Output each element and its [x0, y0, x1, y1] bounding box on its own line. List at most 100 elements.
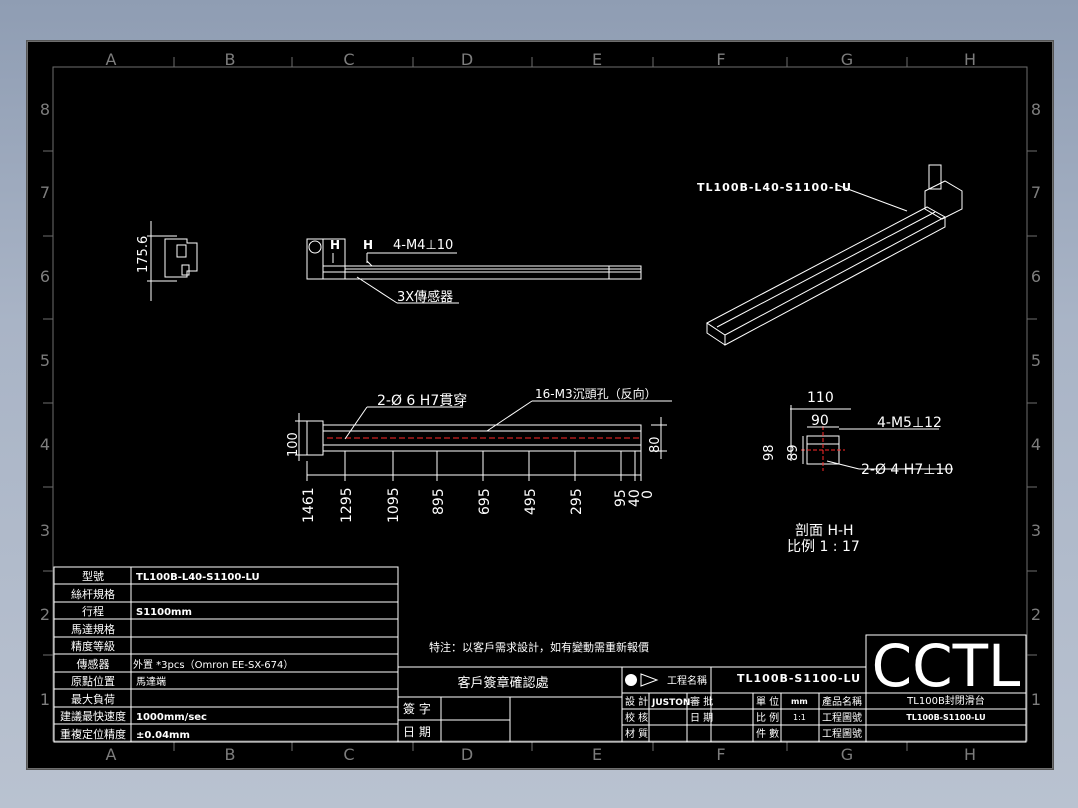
zone-row-left: 2 [40, 605, 50, 624]
title-drawing-name-label: 工程名稱 [667, 674, 707, 687]
zone-row-left: 3 [40, 521, 50, 540]
title-qty-label: 件 數 [756, 727, 779, 740]
drawing-sheet: A B C D E F G H A B C D E F G H 8 7 6 5 … [26, 40, 1054, 770]
iso-model-label: TL100B-L40-S1100-LU [697, 181, 852, 194]
title-unit: mm [791, 697, 808, 706]
spec-value: 馬達端 [136, 675, 166, 688]
title-design-label: 設 計 [625, 695, 648, 708]
zone-col-bottom: G [841, 745, 853, 764]
front-pos-dim: 495 [523, 488, 539, 515]
front-view: 2-Ø 6 H7貫穿 16-M3沉頭孔（反向） 100 80 1461 1295… [286, 386, 672, 523]
front-pos-dim: 695 [477, 488, 493, 515]
front-pos-dim: 295 [569, 488, 585, 515]
section-view: 110 90 98 89 4-M5⊥12 2-Ø 4 H7⊥10 剖面 H-H … [762, 390, 953, 555]
zone-col-top: G [841, 50, 853, 69]
front-pos-dim: 1461 [301, 487, 317, 523]
spec-label: 馬達規格 [71, 622, 115, 636]
section-title: 剖面 H-H [795, 523, 854, 539]
title-product-code: TL100B-S1100-LU [906, 713, 985, 722]
spec-value: ±0.04mm [136, 730, 190, 741]
zone-row-left: 8 [40, 100, 50, 119]
zone-row-right: 1 [1031, 690, 1041, 709]
title-check-label: 校 核 [625, 711, 648, 724]
zone-row-left: 6 [40, 267, 50, 286]
top-view: H H 4-M4⊥10 3X傳感器 [306, 238, 642, 305]
title-date-label: 日 期 [690, 712, 713, 724]
title-designer: JUSTON [651, 698, 690, 708]
zone-col-top: H [964, 50, 976, 69]
title-drawing-name: TL100B-S1100-LU [737, 672, 861, 685]
zone-col-bottom: A [106, 745, 117, 764]
title-drawing-code-label: 工程圖號 [822, 727, 862, 740]
zone-row-left: 4 [40, 435, 50, 454]
title-scale: 1:1 [793, 713, 806, 722]
zone-col-top: A [106, 50, 117, 69]
front-pos-dim: 40 [627, 489, 643, 507]
section-height-dim: 98 [762, 444, 777, 461]
section-hole-callout: 4-M5⊥12 [877, 415, 942, 431]
top-sensor-callout: 3X傳感器 [397, 289, 453, 305]
spec-label: 建議最快速度 [60, 709, 126, 723]
sheet-border [27, 41, 1053, 769]
front-holes-callout: 16-M3沉頭孔（反向） [535, 386, 657, 401]
front-pos-dim: 95 [613, 489, 629, 507]
zone-row-right: 2 [1031, 605, 1041, 624]
section-height2-dim: 89 [786, 444, 801, 461]
title-material-label: 材 質 [625, 727, 648, 740]
spec-label: 最大負荷 [71, 692, 115, 706]
title-block: 工程名稱 TL100B-S1100-LU 設 計 JUSTON 審 批 單 位 … [621, 632, 1027, 743]
top-h-label: H [363, 238, 373, 252]
approval-title: 客戶簽章確認處 [457, 675, 548, 691]
zone-row-right: 3 [1031, 521, 1041, 540]
zone-col-top: C [343, 50, 354, 69]
front-pos-dim: 1295 [339, 487, 355, 523]
front-height2-dim: 80 [648, 436, 663, 453]
drawing-note: 特注：以客戶需求設計，如有變動需重新報價 [429, 640, 649, 654]
section-scale: 比例 1 : 17 [787, 539, 860, 555]
front-height-dim: 100 [286, 432, 301, 457]
spec-value: S1100mm [136, 607, 192, 618]
zone-col-top: B [225, 50, 236, 69]
approval-block: 客戶簽章確認處 簽 字 日 期 [397, 666, 623, 743]
front-pos-dim: 0 [640, 490, 656, 499]
approval-date-label: 日 期 [403, 725, 431, 739]
spec-value: 1000mm/sec [136, 712, 207, 723]
spec-label: 原點位置 [71, 674, 115, 688]
approval-sign-label: 簽 字 [403, 701, 431, 716]
spec-label: 傳感器 [77, 658, 110, 671]
zone-row-right: 6 [1031, 267, 1041, 286]
section-bore-callout: 2-Ø 4 H7⊥10 [861, 462, 953, 478]
front-pos-dim: 895 [431, 488, 447, 515]
zone-row-right: 7 [1031, 183, 1041, 202]
zone-row-right: 5 [1031, 351, 1041, 370]
spec-value: TL100B-L40-S1100-LU [136, 572, 260, 583]
outer-frame [52, 66, 1028, 742]
spec-label: 絲杆規格 [71, 587, 115, 601]
section-width-dim: 110 [807, 390, 834, 406]
spec-label: 重複定位精度 [60, 727, 126, 741]
company-logo: CCTL [872, 632, 1021, 700]
title-drawing-no-label: 工程圖號 [822, 711, 862, 724]
top-h-label: H [330, 238, 340, 252]
zone-col-top: D [461, 50, 473, 69]
side-view: 175.6 [136, 221, 198, 301]
zone-col-bottom: D [461, 745, 473, 764]
front-pos-dim: 1095 [386, 487, 402, 523]
section-width2-dim: 90 [811, 413, 829, 429]
top-hole-callout: 4-M4⊥10 [393, 238, 453, 253]
drawing-canvas: A B C D E F G H A B C D E F G H 8 7 6 5 … [27, 41, 1053, 769]
zone-row-left: 7 [40, 183, 50, 202]
zone-col-top: E [592, 50, 602, 69]
front-bore-callout: 2-Ø 6 H7貫穿 [377, 393, 467, 409]
zone-col-bottom: F [716, 745, 725, 764]
zone-row-right: 4 [1031, 435, 1041, 454]
title-unit-label: 單 位 [756, 695, 779, 708]
spec-label: 精度等級 [71, 639, 115, 653]
side-height-dim: 175.6 [136, 236, 151, 273]
title-approve-label: 審 批 [690, 695, 713, 708]
zone-col-top: F [716, 50, 725, 69]
title-product-name: TL100B封閉滑台 [906, 694, 985, 707]
spec-value: 外置 *3pcs（Omron EE-SX-674） [133, 659, 293, 671]
zone-col-bottom: E [592, 745, 602, 764]
title-scale-label: 比 例 [756, 711, 779, 724]
